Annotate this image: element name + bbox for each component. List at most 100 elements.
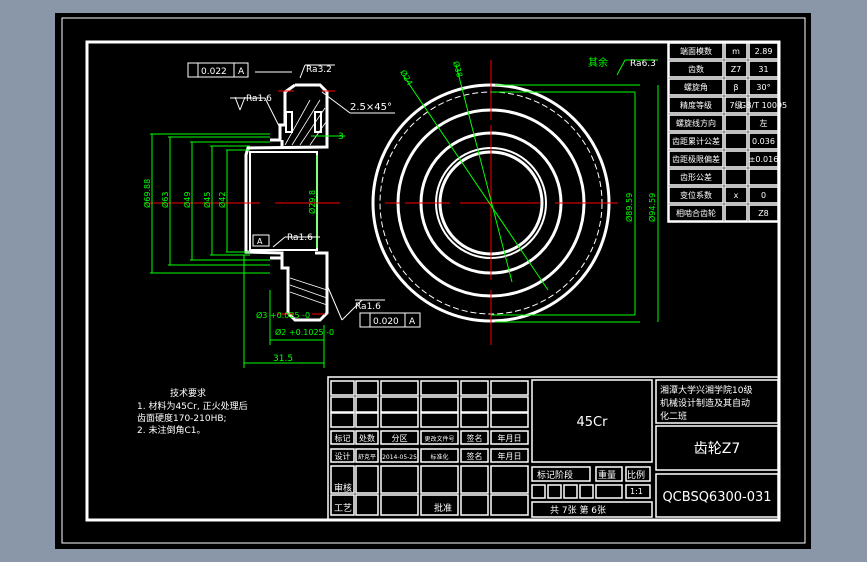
param-cell	[748, 204, 779, 222]
param-name: 精度等级	[680, 100, 712, 110]
param-name: 相啮合齿轮	[676, 208, 716, 218]
rest-surfaces-label: 其余	[588, 56, 608, 69]
runout-tolerance-bottom: 0.020	[373, 317, 399, 327]
dim-small-1: Ø3 +0.025 -0	[256, 310, 310, 320]
param-value: m	[732, 47, 740, 56]
param-cell	[724, 60, 748, 78]
title-block-label: 处数	[359, 433, 375, 443]
title-block-label: 标准化	[430, 453, 448, 461]
school-line: 化二班	[660, 410, 687, 422]
title-block-label: 年月日	[498, 451, 522, 461]
param-cell	[668, 114, 724, 132]
dim-d42: Ø42	[217, 192, 227, 208]
param-value: Z8	[758, 209, 769, 218]
param-name: 变位系数	[680, 190, 712, 200]
param-cell	[668, 168, 724, 186]
stage-label: 标记阶段	[537, 469, 573, 481]
tech-line: 1. 材料为45Cr, 正火处理后	[137, 400, 248, 412]
param-value: GB/T 10095	[740, 101, 787, 110]
param-cell	[748, 78, 779, 96]
drawing-sheet	[55, 13, 811, 549]
datum-ref-bottom: A	[409, 317, 416, 327]
param-cell	[668, 78, 724, 96]
param-value: 7级	[729, 100, 742, 110]
param-cell	[724, 42, 748, 60]
param-cell	[724, 96, 748, 114]
review-label: 审核	[334, 482, 352, 494]
title-block-label: 签名	[467, 451, 483, 461]
school-line: 湘潭大学兴湘学院10级	[660, 384, 752, 396]
param-cell	[668, 60, 724, 78]
param-value: 左	[760, 118, 768, 128]
tech-requirements: 技术要求 1. 材料为45Cr, 正火处理后 齿面硬度170-210HB; 2.…	[137, 387, 248, 436]
title-block-label: 标记	[335, 433, 351, 443]
dim-bore: Ø29.8	[307, 190, 317, 214]
title-block-label: 分区	[392, 434, 408, 443]
sheet-count: 共 7张 第 6张	[550, 504, 606, 516]
dim-3: 3	[338, 132, 344, 142]
gear-front-view: Ø24 Ø38 Ø89.59 Ø94.59 其余 Ra6.3	[371, 56, 659, 345]
tech-title: 技术要求	[170, 387, 206, 399]
dim-outer-diameter: Ø69.88	[142, 179, 152, 208]
roughness-left: Ra1.6	[246, 94, 272, 104]
param-name: 齿形公差	[680, 172, 712, 182]
param-value: 31	[758, 65, 768, 74]
roughness-bottom: Ra1.6	[355, 302, 381, 312]
param-cell	[748, 168, 779, 186]
param-value: x	[734, 191, 739, 200]
title-block-label: 设计	[335, 451, 351, 461]
param-cell	[748, 96, 779, 114]
material: 45Cr	[577, 415, 609, 430]
param-value: 0	[761, 191, 766, 200]
roughness-bore: Ra1.6	[287, 233, 313, 243]
param-name: 螺旋线方向	[676, 118, 716, 128]
param-cell	[668, 132, 724, 150]
approve-label: 批准	[434, 502, 452, 514]
param-name: 螺旋角	[684, 82, 708, 92]
title-block-label: 舒克平	[358, 453, 376, 461]
chamfer-label: 2.5×45°	[350, 102, 392, 113]
param-cell	[724, 204, 748, 222]
param-name: 齿数	[688, 64, 704, 74]
param-cell	[668, 96, 724, 114]
param-value: 0.036	[752, 137, 775, 146]
dim-small-2: Ø2 +0.1025 -0	[275, 327, 334, 337]
param-cell	[724, 132, 748, 150]
param-value: 2.89	[755, 47, 773, 56]
param-value: 30°	[756, 83, 770, 92]
param-cell	[668, 42, 724, 60]
drawing-number: QCBSQ6300-031	[662, 490, 771, 505]
tech-line: 齿面硬度170-210HB;	[137, 412, 227, 424]
title-block-label: 更改文件号	[424, 435, 454, 443]
datum-ref-top: A	[238, 67, 245, 77]
scale-value: 1:1	[630, 487, 643, 496]
param-cell	[748, 42, 779, 60]
param-name: 齿距累计公差	[672, 136, 720, 146]
param-cell	[724, 114, 748, 132]
datum-a: A	[257, 237, 263, 246]
param-value: Z7	[731, 65, 742, 74]
param-name: 端面模数	[680, 46, 712, 56]
title-block-label: 2014-05-25	[382, 454, 417, 461]
rest-roughness: Ra6.3	[630, 59, 656, 69]
scale-label: 比例	[627, 469, 645, 481]
part-name: 齿轮Z7	[694, 441, 741, 457]
weight-label: 重量	[598, 469, 616, 481]
school-line: 机械设计制造及其自动	[660, 397, 750, 409]
leader-label-b: Ø38	[451, 60, 465, 79]
title-block-label: 年月日	[498, 433, 522, 443]
tech-line: 2. 未注倒角C1。	[137, 424, 205, 436]
dim-length: 31.5	[273, 354, 293, 364]
dim-d94: Ø94.59	[647, 193, 657, 222]
param-cell	[748, 114, 779, 132]
param-cell	[724, 78, 748, 96]
outer-border	[61, 17, 806, 544]
param-cell	[668, 186, 724, 204]
dim-d49: Ø49	[182, 192, 192, 208]
param-cell	[724, 186, 748, 204]
param-cell	[748, 186, 779, 204]
title-block-label: 签名	[467, 433, 483, 443]
